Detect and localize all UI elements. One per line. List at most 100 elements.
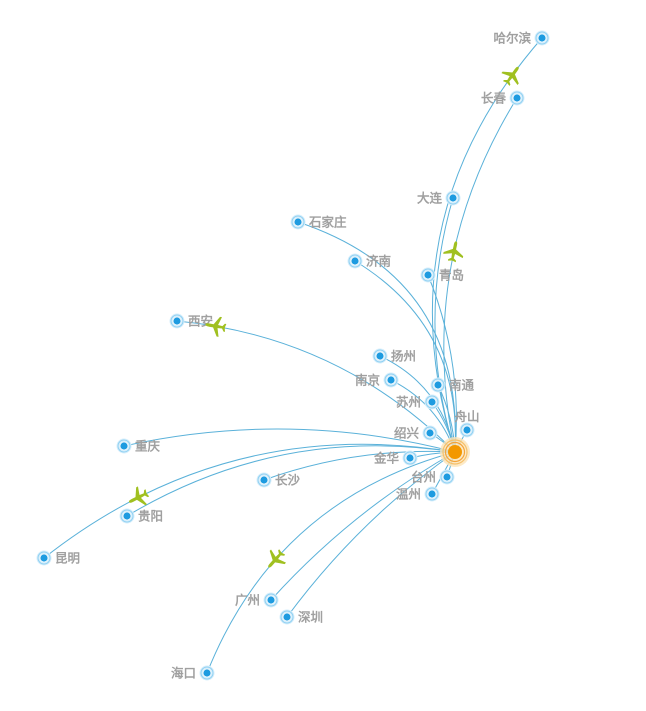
node-dot (120, 442, 128, 450)
city-label: 南京 (355, 373, 381, 388)
city-node-city-12[interactable]: 绍兴 (394, 425, 438, 441)
route-line-city-16 (123, 428, 456, 453)
route-line-city-17 (263, 450, 456, 481)
city-label: 扬州 (391, 349, 416, 364)
node-ring (425, 395, 439, 409)
node-dot (538, 34, 546, 42)
node-ring (446, 191, 460, 205)
city-node-city-0[interactable]: 哈尔滨 (493, 30, 550, 46)
city-label: 长春 (481, 91, 507, 106)
city-node-city-6[interactable]: 西安 (169, 313, 214, 329)
node-ring (510, 91, 524, 105)
city-label: 广州 (235, 593, 260, 608)
city-node-city-21[interactable]: 深圳 (279, 609, 324, 625)
city-node-city-7[interactable]: 扬州 (372, 348, 417, 364)
route-line-city-22 (206, 451, 456, 674)
plane-icon (268, 549, 287, 568)
city-label: 绍兴 (394, 426, 420, 441)
city-node-city-22[interactable]: 海口 (171, 665, 215, 681)
city-node-city-19[interactable]: 昆明 (36, 550, 81, 566)
node-dot (173, 317, 181, 325)
city-label: 海口 (171, 666, 196, 681)
hub-dot (448, 445, 462, 459)
node-dot (260, 476, 268, 484)
city-label: 大连 (417, 191, 443, 206)
city-node-city-4[interactable]: 济南 (347, 253, 392, 269)
hub-ring-inner (444, 441, 466, 463)
node-ring (425, 487, 439, 501)
route-line-city-18 (126, 445, 456, 517)
node-ring (280, 610, 294, 624)
city-label: 南通 (449, 378, 475, 393)
node-dot (376, 352, 384, 360)
node-dot (283, 613, 291, 621)
city-node-city-14[interactable]: 台州 (411, 469, 455, 485)
planes-layer (128, 66, 519, 568)
node-dot (463, 426, 471, 434)
node-ring (37, 551, 51, 565)
node-ring (200, 666, 214, 680)
node-ring (257, 473, 271, 487)
node-dot (424, 271, 432, 279)
city-node-city-18[interactable]: 贵阳 (119, 508, 164, 524)
node-ring (264, 593, 278, 607)
route-line-city-20 (270, 451, 456, 601)
city-node-city-16[interactable]: 重庆 (116, 438, 161, 454)
node-ring (421, 268, 435, 282)
node-ring (373, 349, 387, 363)
city-label: 昆明 (55, 551, 80, 566)
city-node-city-1[interactable]: 长春 (481, 90, 525, 106)
node-dot (406, 454, 414, 462)
city-label: 长沙 (275, 473, 301, 488)
city-label: 金华 (373, 451, 400, 466)
node-dot (267, 596, 275, 604)
city-node-city-20[interactable]: 广州 (235, 592, 279, 608)
node-ring (117, 439, 131, 453)
node-ring (440, 470, 454, 484)
city-label: 贵阳 (138, 509, 163, 524)
node-ring (460, 423, 474, 437)
node-ring (423, 426, 437, 440)
node-dot (203, 669, 211, 677)
city-node-city-2[interactable]: 大连 (417, 190, 461, 206)
city-label: 深圳 (298, 610, 323, 625)
routes-layer (43, 37, 543, 674)
city-node-city-10[interactable]: 苏州 (396, 394, 440, 410)
city-label: 台州 (411, 470, 436, 485)
route-line-city-5 (427, 274, 457, 453)
node-dot (428, 398, 436, 406)
node-dot (426, 429, 434, 437)
city-node-city-3[interactable]: 石家庄 (290, 214, 348, 230)
city-label: 重庆 (135, 439, 161, 454)
city-node-city-11[interactable]: 舟山 (454, 409, 480, 438)
city-label: 青岛 (439, 268, 464, 283)
node-dot (387, 376, 395, 384)
node-ring (403, 451, 417, 465)
node-dot (513, 94, 521, 102)
route-line-city-21 (286, 451, 456, 618)
city-label: 石家庄 (308, 215, 347, 230)
city-node-city-17[interactable]: 长沙 (256, 472, 301, 488)
route-line-city-4 (354, 260, 456, 453)
city-node-city-5[interactable]: 青岛 (420, 267, 465, 283)
node-dot (443, 473, 451, 481)
node-dot (123, 512, 131, 520)
node-dot (294, 218, 302, 226)
city-node-city-8[interactable]: 南京 (355, 372, 399, 388)
route-line-city-1 (443, 97, 518, 453)
plane-icon (205, 316, 227, 337)
node-ring (120, 509, 134, 523)
node-dot (434, 381, 442, 389)
node-dot (40, 554, 48, 562)
node-ring (291, 215, 305, 229)
hub-node[interactable] (440, 437, 470, 467)
city-node-city-13[interactable]: 金华 (373, 450, 418, 466)
city-node-city-9[interactable]: 南通 (430, 377, 475, 393)
node-ring (170, 314, 184, 328)
city-label: 温州 (396, 487, 421, 502)
city-node-city-15[interactable]: 温州 (396, 486, 440, 502)
hub-ring-outer (442, 439, 468, 465)
node-dot (351, 257, 359, 265)
